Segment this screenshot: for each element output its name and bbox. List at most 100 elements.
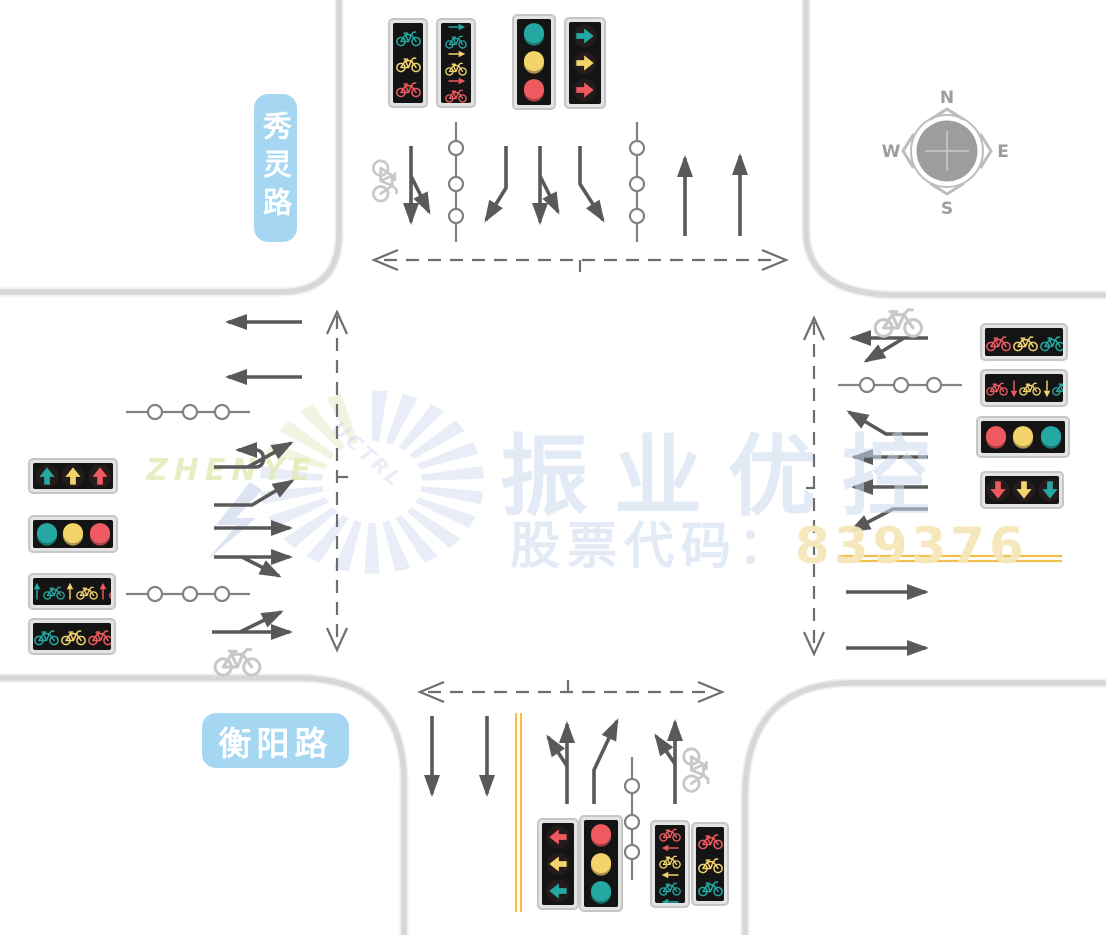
signal-east-ball-lens-teal: [1038, 424, 1064, 450]
signal-west-bike-arrow-lens-teal: [33, 582, 66, 601]
signal-south-bike-arrow: [650, 820, 690, 908]
signal-west-ball: [28, 515, 118, 553]
signal-east-ball: [976, 416, 1070, 458]
signal-east-bike-arrow-lens-yellow: [1018, 379, 1051, 398]
lane-arrows-west: [212, 314, 302, 640]
signal-west-bike-lens-teal: [33, 626, 60, 647]
signal-north-bike-arrow-lens-teal: [444, 23, 468, 50]
signal-south-ball-lens-teal: [588, 879, 614, 905]
compass-s-label: S: [941, 199, 953, 219]
signal-south-bike: [691, 822, 729, 906]
signal-west-arrow-up-lens-red: [87, 463, 113, 489]
signal-west-ball-lens-yellow: [60, 521, 86, 547]
watermark-fan-ray: [421, 466, 484, 481]
signal-north-ball-lens-teal: [521, 21, 547, 47]
compass-icon: N E S W: [882, 88, 1009, 219]
road-label-horizontal-road: 衡阳路: [202, 713, 349, 768]
watermark-fan-ray: [406, 507, 461, 549]
signal-north-bike-arrow: [436, 18, 476, 108]
signal-east-bike-lens-red: [985, 332, 1012, 353]
watermark-fan-ray: [306, 515, 349, 564]
signal-north-arrow-right-lens-yellow: [572, 50, 598, 76]
signal-north-bike-lens-red: [395, 78, 422, 99]
signal-south-bike-lens-yellow: [697, 854, 724, 875]
signal-south-arrow-left: [537, 818, 579, 910]
signal-north-arrow-right-lens-red: [572, 77, 598, 103]
watermark-fan-ray: [300, 404, 346, 451]
signal-west-ball-lens-teal: [34, 521, 60, 547]
signal-south-arrow-left-lens-yellow: [545, 851, 571, 877]
signal-south-bike-lens-red: [697, 830, 724, 851]
compass-e-label: E: [997, 142, 1009, 162]
signal-east-bike-lens-yellow: [1012, 332, 1039, 353]
signal-west-ball-lens-red: [87, 521, 113, 547]
lane-divider-markers: [126, 122, 962, 880]
signal-south-bike-lens-teal: [697, 877, 724, 898]
watermark-fan-ray: [415, 497, 476, 528]
signal-east-bike: [980, 323, 1068, 361]
watermark-fan-ray: [385, 393, 418, 445]
signal-north-ball-lens-yellow: [521, 49, 547, 75]
watermark-fan-ray: [283, 507, 338, 549]
signal-south-ball-lens-red: [588, 822, 614, 848]
watermark-fan-ray: [364, 522, 380, 574]
lane-arrows-east: [846, 330, 929, 656]
signal-north-bike-arrow-lens-red: [444, 77, 468, 103]
signal-east-ball-lens-red: [983, 424, 1009, 450]
bicycle-icon-west: [213, 647, 262, 677]
signal-east-bike-arrow-lens-teal: [1051, 379, 1063, 398]
bicycle-icon-south: [682, 747, 710, 793]
signal-north-ball: [512, 14, 556, 110]
watermark-fan-ray: [395, 515, 438, 564]
signal-south-bike-arrow-lens-yellow: [658, 852, 682, 879]
signal-north-arrow-right: [564, 17, 606, 109]
watermark-fan-ray: [279, 420, 335, 460]
signal-north-ball-lens-red: [521, 77, 547, 103]
signal-south-bike-arrow-lens-teal: [658, 879, 682, 903]
watermark-fan-ray: [409, 420, 465, 460]
watermark-logo-bolt: [205, 482, 262, 562]
compass-w-label: W: [882, 142, 901, 162]
signal-east-arrow-down-lens-red: [985, 477, 1011, 503]
signal-east-arrow-down: [980, 471, 1064, 509]
signal-west-bike: [28, 618, 116, 655]
compass-n-label: N: [940, 88, 954, 108]
watermark-fan-ray: [416, 441, 479, 470]
watermark-fan-ray: [260, 466, 323, 481]
signal-east-bike-arrow: [980, 369, 1068, 407]
signal-north-bike: [388, 18, 428, 108]
watermark-fan-ray: [333, 520, 362, 572]
signal-east-bike-arrow-lens-red: [985, 379, 1018, 398]
signal-south-arrow-left-lens-teal: [545, 878, 571, 904]
signal-north-arrow-right-lens-teal: [572, 23, 598, 49]
lane-arrows-north: [403, 146, 748, 236]
watermark-fan-ray: [326, 393, 359, 445]
bicycle-icon-north: [372, 159, 398, 203]
signal-east-arrow-down-lens-teal: [1037, 477, 1059, 503]
signal-west-bike-lens-yellow: [60, 626, 87, 647]
median-yellow-lines: [514, 554, 1062, 912]
signal-east-arrow-down-lens-yellow: [1011, 477, 1037, 503]
signal-west-bike-arrow-lens-red: [99, 582, 111, 601]
signal-west-arrow-up-lens-teal: [34, 463, 60, 489]
signal-north-bike-lens-teal: [395, 27, 422, 48]
bicycle-icon-east: [873, 308, 923, 338]
road-label-vertical-road: 秀灵路: [254, 94, 297, 242]
signal-west-bike-arrow-lens-yellow: [66, 582, 99, 601]
watermark-fan-ray: [420, 486, 484, 505]
signal-west-arrow-up: [28, 458, 118, 494]
signal-west-arrow-up-lens-yellow: [60, 463, 86, 489]
signal-north-bike-arrow-lens-yellow: [444, 50, 468, 77]
signal-west-bike-lens-red: [87, 626, 111, 647]
signal-south-ball: [579, 815, 623, 912]
watermark-fan-ray: [382, 520, 411, 572]
watermark-fan-ray: [372, 390, 388, 442]
signal-north-bike-lens-yellow: [395, 53, 422, 74]
lane-arrows-south: [424, 716, 683, 804]
signal-south-arrow-left-lens-red: [545, 824, 571, 850]
signal-south-bike-arrow-lens-red: [658, 825, 682, 852]
watermark-fan-ray: [398, 404, 444, 451]
